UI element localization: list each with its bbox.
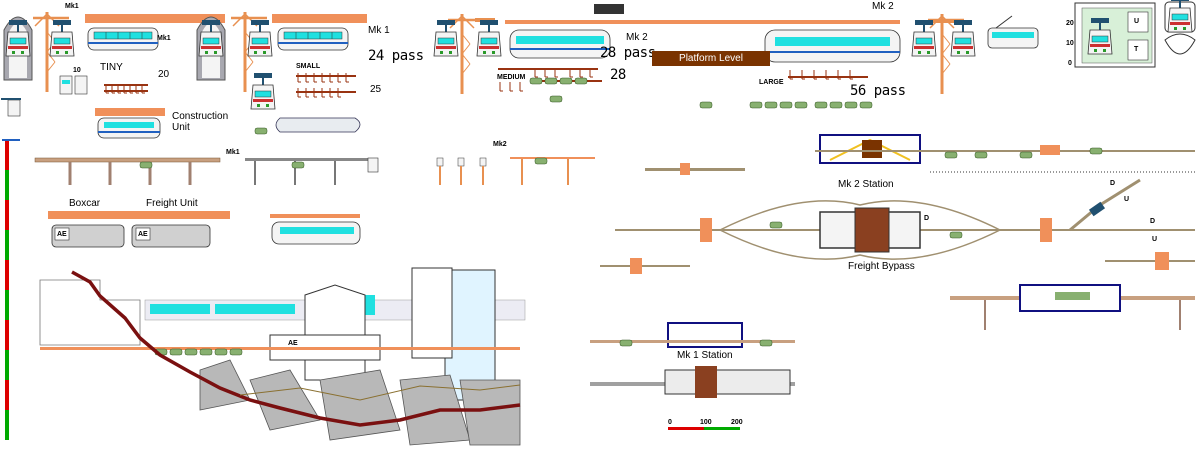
diagram-d-left: D xyxy=(924,215,930,222)
icon-axis-0: 0 xyxy=(1068,60,1072,67)
scale-0-label: 0 xyxy=(668,419,672,426)
mk1-label: Mk1 xyxy=(65,3,79,10)
freight-logo: AE xyxy=(138,231,148,238)
mk2-label: Mk 2 xyxy=(626,32,648,43)
diagram-d-right: D xyxy=(1150,218,1156,225)
diagram-d-top: D xyxy=(1110,180,1116,187)
tiny-small-number: 10 xyxy=(73,67,81,74)
pylon-row xyxy=(436,157,595,185)
tiny-number: 20 xyxy=(158,69,170,80)
mk1-side-label: Mk1 xyxy=(157,35,171,42)
construction-unit-label: Construction Unit xyxy=(172,111,229,133)
icon-axis-10: 10 xyxy=(1066,40,1074,47)
tiny-pod-icon xyxy=(7,99,21,117)
scale-bar-icon xyxy=(668,427,740,430)
icon-axis-20: 20 xyxy=(1066,20,1074,27)
icon-u-label: U xyxy=(1134,18,1140,25)
scale-100-label: 100 xyxy=(700,419,712,426)
freight-unit-label: Freight Unit xyxy=(146,198,198,209)
mk1-title-label: Mk 1 xyxy=(368,25,390,36)
diagram-u-right: U xyxy=(1152,236,1158,243)
terrain-cross-section xyxy=(39,267,526,446)
construction-unit xyxy=(95,108,165,139)
boxcar-label: Boxcar xyxy=(69,198,101,209)
elevated-track-row xyxy=(34,157,379,185)
mk2-track-label: Mk2 xyxy=(493,141,507,148)
medium-label: MEDIUM xyxy=(497,74,526,81)
large-label: LARGE xyxy=(759,79,784,86)
terrain-logo: AE xyxy=(288,340,298,347)
platform-level-label: Platform Level xyxy=(652,51,770,66)
tiny-label: TINY xyxy=(100,62,123,73)
mk1-track-label: Mk1 xyxy=(226,149,240,156)
mk2-car-middle xyxy=(270,214,361,245)
freight-bypass-label: Freight Bypass xyxy=(848,261,915,272)
small-section xyxy=(196,10,367,135)
pass-24-label: 24 pass xyxy=(368,48,424,64)
station-icons xyxy=(1164,0,1196,55)
station-icon xyxy=(615,178,1195,260)
medium-section xyxy=(433,4,900,103)
vertical-scale xyxy=(2,139,20,440)
scale-200-label: 200 xyxy=(731,419,743,426)
mk1-station-label: Mk 1 Station xyxy=(677,350,733,361)
boxcar-logo: AE xyxy=(57,231,67,238)
freight-units xyxy=(48,211,230,248)
icon-panel xyxy=(1074,2,1156,68)
small-label: SMALL xyxy=(296,63,321,70)
mk2-station-label: Mk 2 Station xyxy=(838,179,894,190)
diagram-u-top: U xyxy=(1124,196,1130,203)
mk2-right-label: Mk 2 xyxy=(872,1,894,12)
track-diagrams xyxy=(590,134,1195,430)
medium-number: 28 xyxy=(610,67,626,83)
pass-28-label: 28 pass xyxy=(600,45,656,61)
pass-56-label: 56 pass xyxy=(850,83,906,99)
large-section xyxy=(699,12,1039,109)
small-number: 25 xyxy=(370,84,382,95)
tiny-section xyxy=(1,10,225,117)
icon-t-label: T xyxy=(1134,46,1139,53)
